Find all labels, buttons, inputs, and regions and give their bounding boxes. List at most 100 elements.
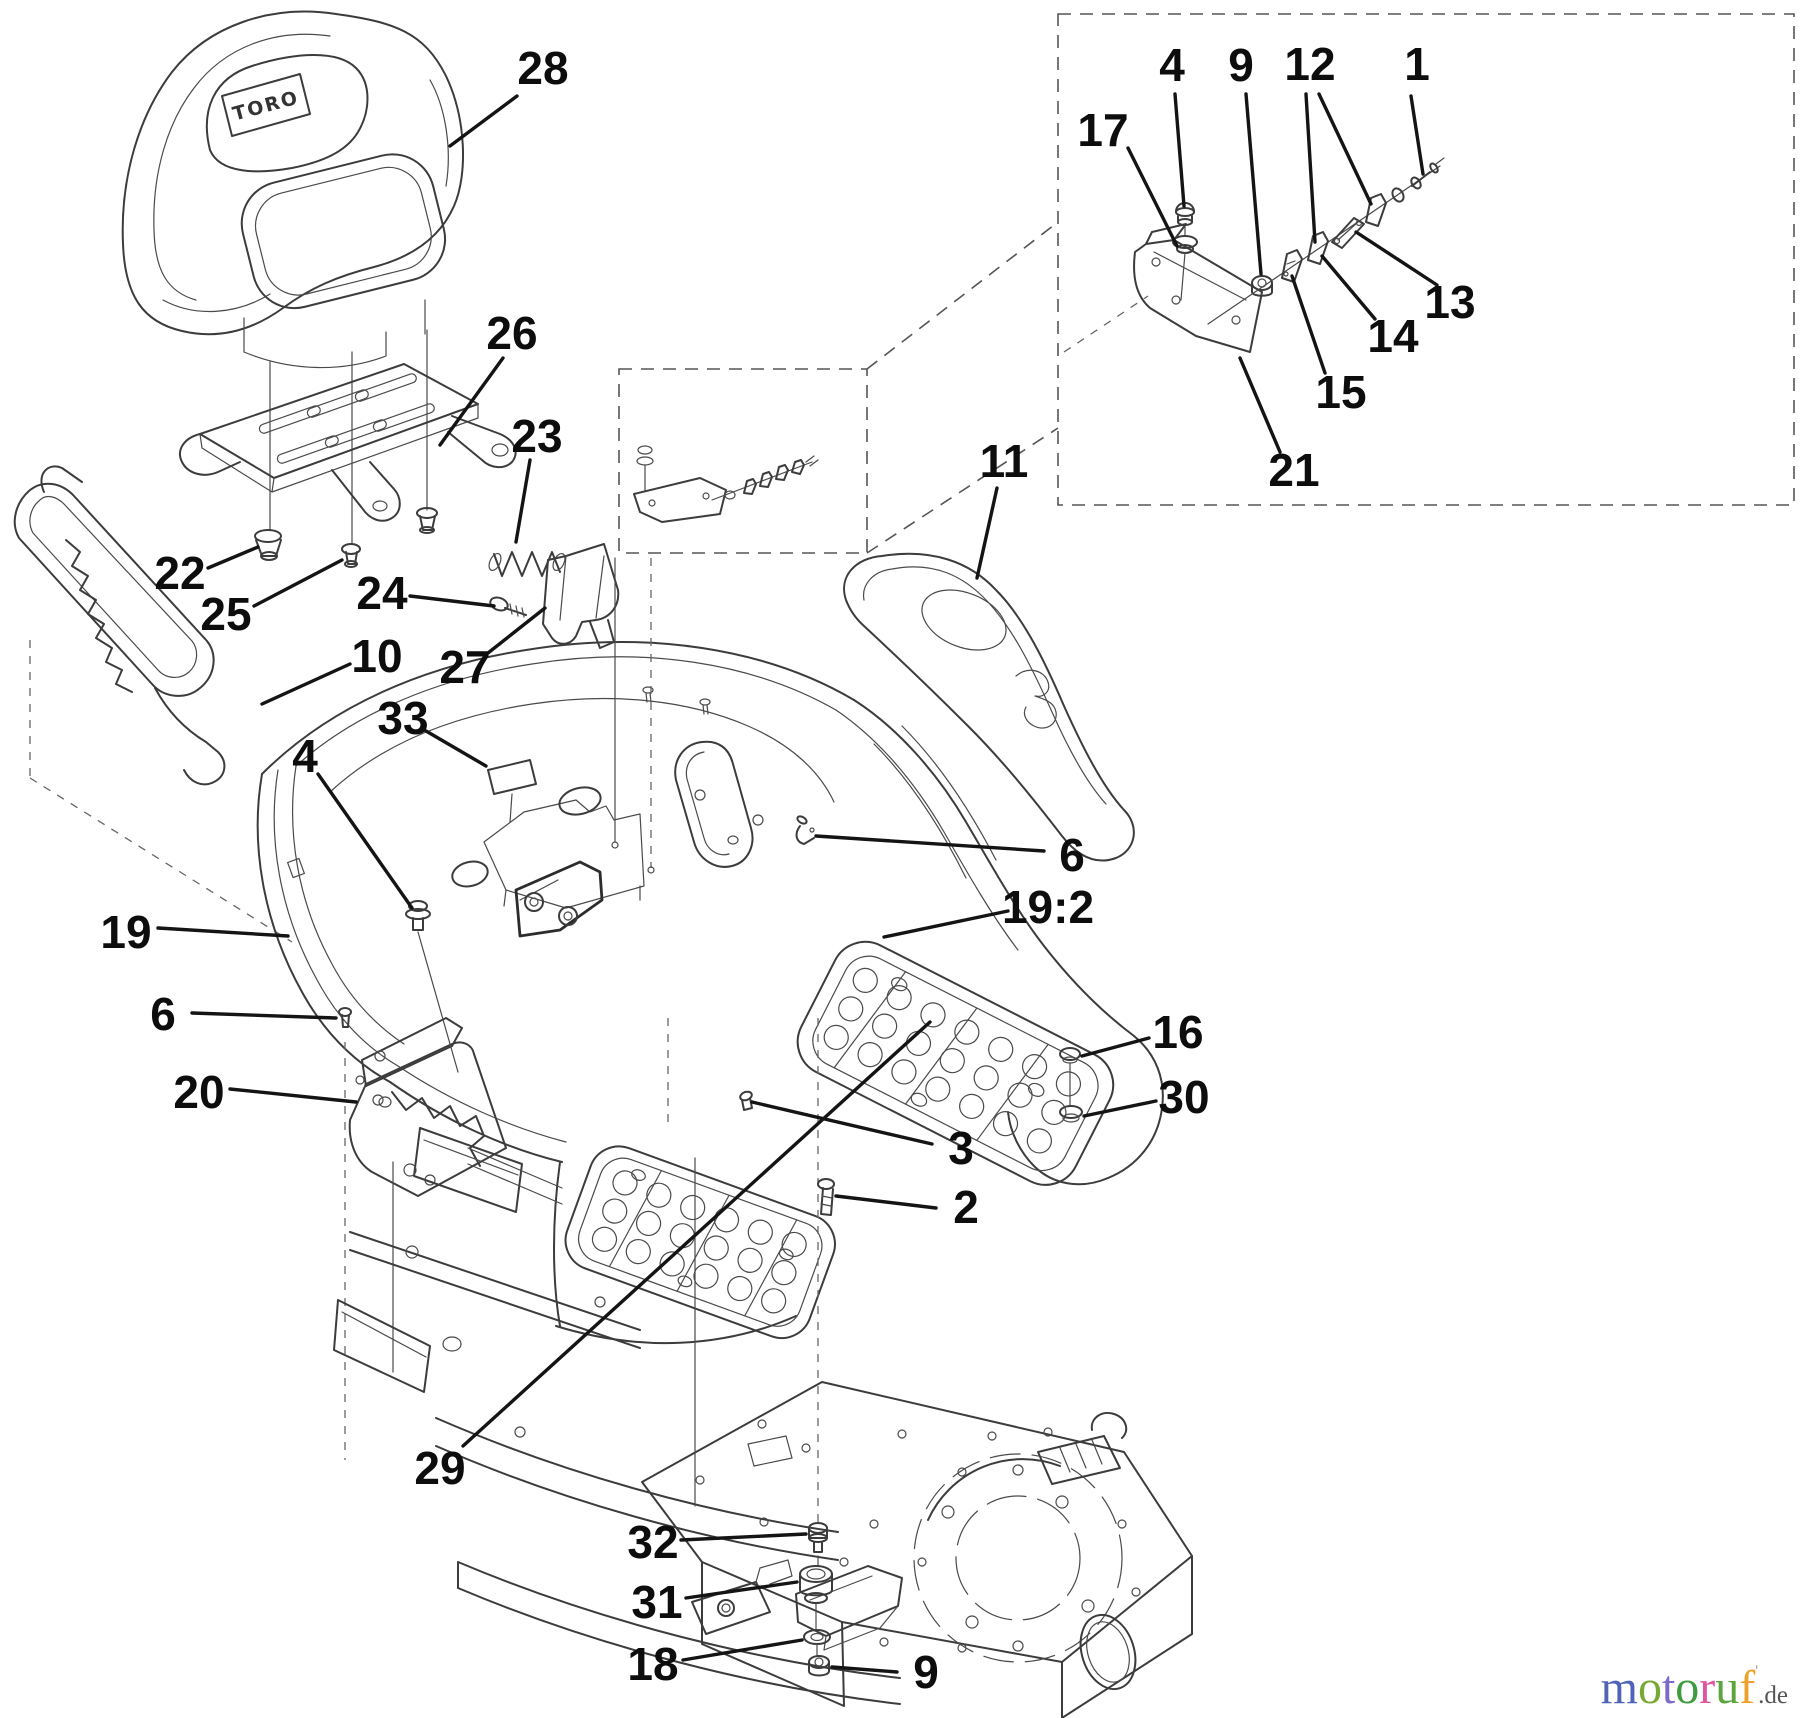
callout-main-22: 22 <box>154 547 205 599</box>
leader-main-24 <box>408 594 496 608</box>
bracket-21 <box>1133 223 1263 353</box>
leader-main-6 <box>190 1011 338 1020</box>
callout-inset-9: 9 <box>1228 39 1254 91</box>
callout-main-18: 18 <box>627 1638 678 1690</box>
leader-main-23 <box>514 458 532 544</box>
callout-inset-17: 17 <box>1077 104 1128 156</box>
deck-screws <box>642 686 764 845</box>
callout-main-30: 30 <box>1158 1071 1209 1123</box>
callout-main-10: 10 <box>351 630 402 682</box>
leader-main-31 <box>684 1580 799 1600</box>
bolt-4 <box>405 900 459 1073</box>
seat-logo-plate: TORO <box>221 73 311 137</box>
callout-main-19: 19 <box>100 906 151 958</box>
bolt-32 <box>808 1522 828 1553</box>
leader-main-6 <box>814 834 1046 853</box>
screw-3 <box>739 1090 753 1111</box>
latch-spring <box>488 551 566 577</box>
seat: TORO <box>121 10 465 369</box>
callout-inset-15: 15 <box>1315 366 1366 418</box>
left-footrest-pad <box>564 1145 836 1340</box>
leader-inset-9 <box>1244 92 1263 276</box>
leader-main-20 <box>228 1087 358 1104</box>
leader-inset-15 <box>1290 274 1327 375</box>
callout-inset-13: 13 <box>1424 276 1475 328</box>
leader-main-28 <box>448 94 519 148</box>
callout-main-33: 33 <box>377 692 428 744</box>
callout-main-3: 3 <box>948 1122 974 1174</box>
leader-main-30 <box>1082 1099 1158 1118</box>
callout-inset-21: 21 <box>1268 444 1319 496</box>
pin-fastener-22 <box>254 529 282 561</box>
leader-main-26 <box>438 356 505 447</box>
watermark-letter: u <box>1715 1661 1740 1714</box>
bolt-16 <box>1059 1047 1083 1123</box>
callout-main-29: 29 <box>414 1442 465 1494</box>
leader-main-18 <box>681 1638 804 1662</box>
hardware-stack <box>667 1018 833 1677</box>
leader-inset-1 <box>1409 94 1425 176</box>
washer-30 <box>1059 1105 1083 1119</box>
leader-inset-14 <box>1320 254 1377 321</box>
callout-main-9: 9 <box>913 1646 939 1698</box>
detail-source-box <box>611 368 868 874</box>
pin-fastener <box>416 507 438 534</box>
callout-main-24: 24 <box>356 567 408 619</box>
callout-main-4: 4 <box>292 730 318 782</box>
clip-6 <box>795 815 815 845</box>
leader-main-25 <box>252 558 344 608</box>
seat-mount-bracket <box>179 363 517 568</box>
callout-main-20: 20 <box>173 1066 224 1118</box>
callout-main-16: 16 <box>1152 1006 1203 1058</box>
leader-main-4 <box>316 772 414 910</box>
inset-detail-box <box>1057 13 1795 506</box>
left-armrest <box>13 465 293 943</box>
callout-main-31: 31 <box>631 1576 682 1628</box>
bolt-2 <box>817 1178 835 1216</box>
leader-inset-12 <box>1317 92 1373 206</box>
callout-main-28: 28 <box>517 42 568 94</box>
leader-inset-17 <box>1126 146 1179 248</box>
linkage-parts <box>1281 157 1445 283</box>
callout-main-2: 2 <box>953 1181 979 1233</box>
nut-9 <box>808 1655 830 1677</box>
watermark-letter: o <box>1637 1661 1662 1714</box>
callout-main-32: 32 <box>627 1516 678 1568</box>
watermark-suffix: .de <box>1758 1682 1788 1709</box>
leader-inset-21 <box>1238 356 1282 454</box>
leader-main-27 <box>486 606 547 655</box>
frame-bracket <box>1037 1412 1128 1485</box>
callout-main-26: 26 <box>486 307 537 359</box>
screw-6-left <box>338 1007 352 1028</box>
callout-main-19:2: 19:2 <box>1002 881 1094 933</box>
leader-main-3 <box>750 1100 934 1146</box>
right-armrest <box>843 552 1135 862</box>
callout-main-6: 6 <box>150 988 176 1040</box>
motoruf-logo[interactable]: motoruf'.de <box>1601 1664 1788 1712</box>
latch-bolt-24 <box>489 596 527 618</box>
watermark-letter: o <box>1675 1661 1700 1714</box>
watermark-letter: r <box>1699 1661 1716 1714</box>
seat-latch <box>542 543 620 649</box>
callout-inset-4: 4 <box>1159 39 1185 91</box>
frame-left <box>333 1042 839 1561</box>
leader-main-11 <box>975 486 999 580</box>
leader-inset-4 <box>1173 92 1186 208</box>
leader-main-16 <box>1080 1036 1151 1058</box>
callout-main-27: 27 <box>439 641 490 693</box>
decal-33 <box>487 759 537 823</box>
leader-main-29 <box>461 1020 932 1448</box>
callout-inset-1: 1 <box>1404 38 1430 90</box>
leader-main-10 <box>260 662 352 706</box>
leader-main-22 <box>206 545 260 570</box>
callout-inset-12: 12 <box>1284 38 1335 90</box>
callout-main-25: 25 <box>200 588 251 640</box>
leader-main-32 <box>679 1532 808 1542</box>
watermark-regmark: ' <box>1755 1663 1759 1680</box>
deck-latch-bracket <box>514 860 604 938</box>
callout-inset-14: 14 <box>1367 310 1419 362</box>
leader-main-19:2 <box>882 909 1010 939</box>
